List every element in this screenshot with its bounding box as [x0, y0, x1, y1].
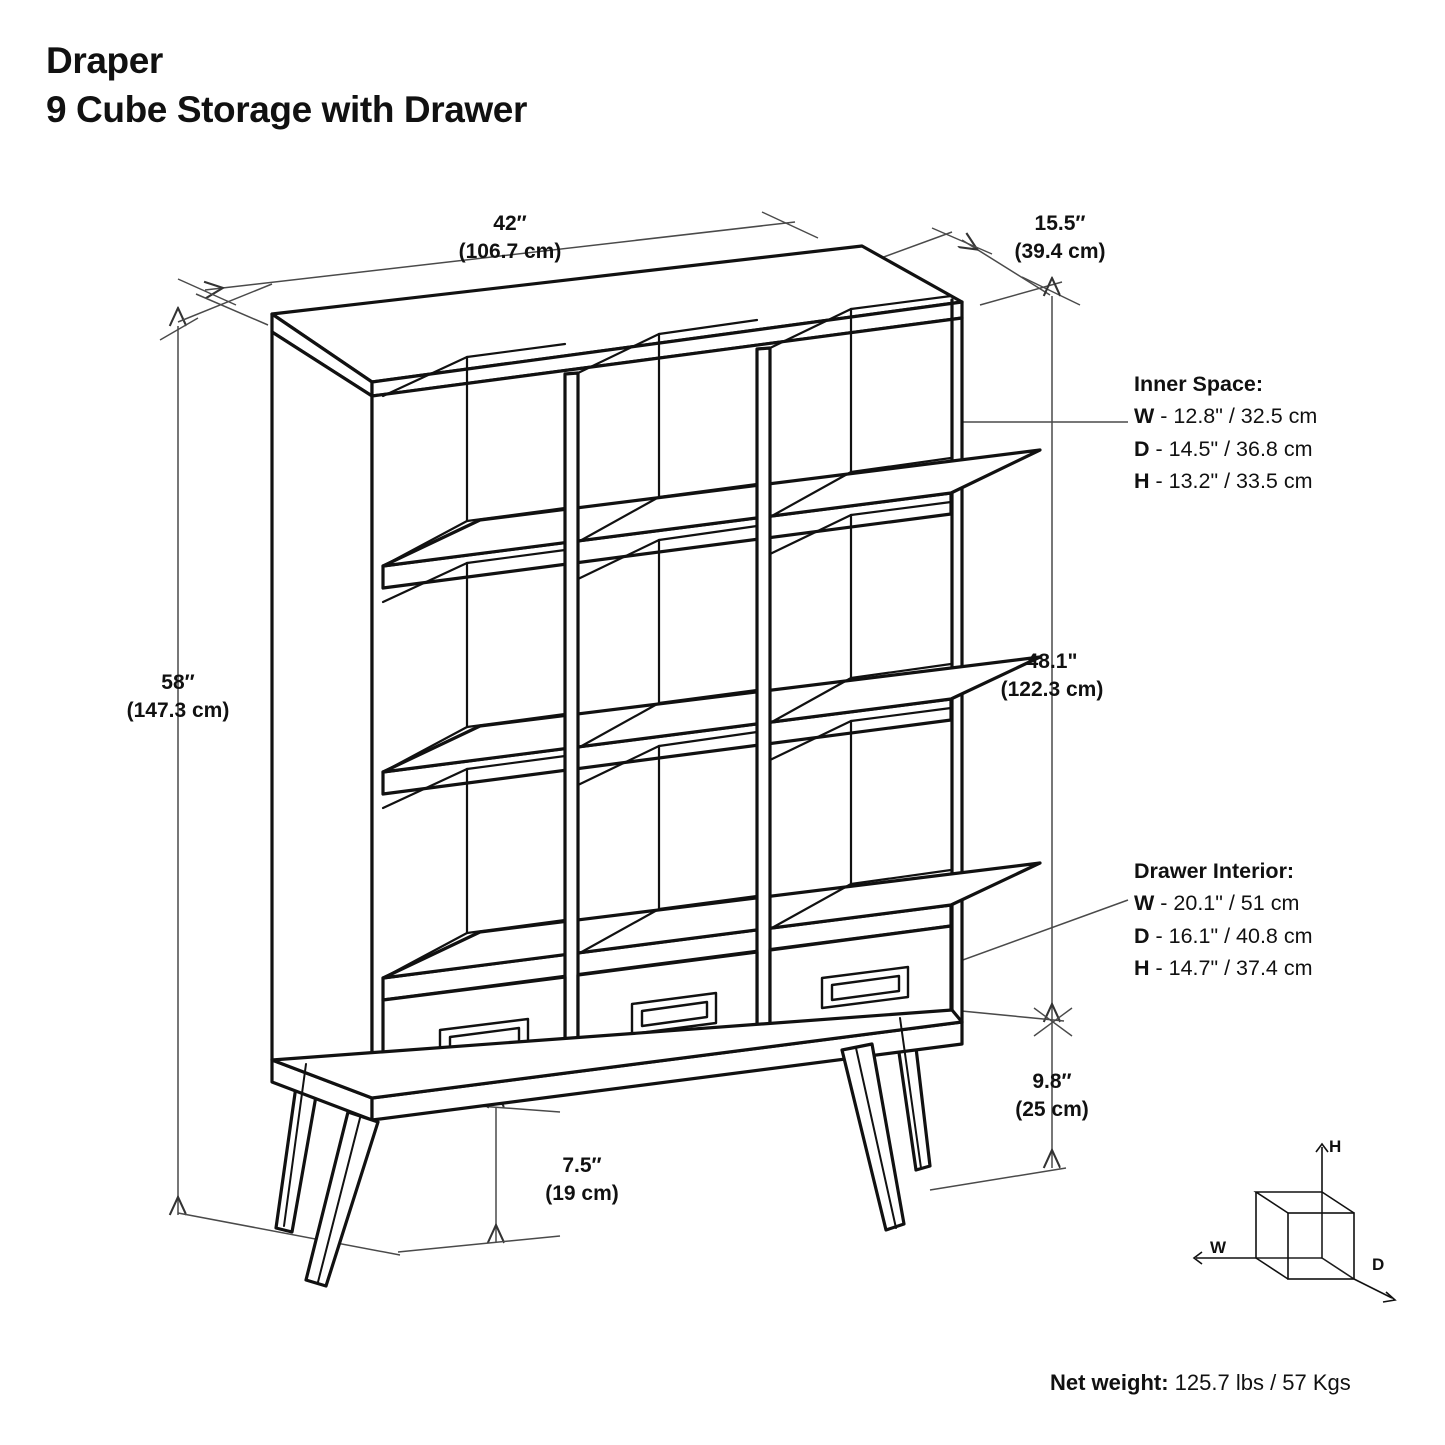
dim-width-metric: (106.7 cm)	[458, 239, 562, 263]
product-name: 9 Cube Storage with Drawer	[46, 89, 527, 131]
brand-name: Draper	[46, 40, 163, 81]
dim-drawer-section: 9.8″ (25 cm)	[962, 1068, 1142, 1124]
axis-label-width: W	[1210, 1238, 1227, 1257]
dim-leg-clearance-imperial: 7.5″	[562, 1154, 602, 1177]
dim-depth-imperial: 15.5″	[1034, 212, 1086, 235]
drawer-interior-value-d: - 16.1" / 40.8 cm	[1149, 923, 1313, 948]
dim-leg-clearance-metric: (19 cm)	[545, 1181, 619, 1205]
net-weight-value: 125.7 lbs / 57 Kgs	[1168, 1370, 1351, 1395]
page-title: Draper 9 Cube Storage with Drawer	[46, 36, 527, 134]
drawer-interior-key-d: D	[1134, 923, 1150, 948]
inner-space-row-w: W - 12.8" / 32.5 cm	[1134, 400, 1317, 432]
inner-space-heading: Inner Space:	[1134, 372, 1264, 396]
dim-depth: 15.5″ (39.4 cm)	[960, 210, 1160, 266]
leg-front-left	[304, 1110, 380, 1288]
inner-space-spec: Inner Space: W - 12.8" / 32.5 cm D - 14.…	[1134, 368, 1317, 497]
leg-back-right-detail	[899, 1017, 922, 1169]
drawer-interior-row-h: H - 14.7" / 37.4 cm	[1134, 952, 1313, 984]
dim-cube-section-imperial: 48.1"	[1026, 650, 1078, 673]
drawer-interior-row-d: D - 16.1" / 40.8 cm	[1134, 920, 1313, 952]
drawer-interior-value-w: - 20.1" / 51 cm	[1154, 891, 1300, 916]
inner-space-value-w: - 12.8" / 32.5 cm	[1154, 404, 1318, 429]
inner-space-row-h: H - 13.2" / 33.5 cm	[1134, 465, 1317, 497]
dim-height: 58″ (147.3 cm)	[108, 669, 248, 725]
leg-back-left-detail	[283, 1063, 307, 1227]
base-rail	[270, 1008, 964, 1122]
axis-label-depth: D	[1372, 1255, 1385, 1274]
drawer-handle-2	[630, 991, 718, 1036]
dim-cube-section: 48.1" (122.3 cm)	[962, 648, 1142, 704]
inner-space-value-h: - 13.2" / 33.5 cm	[1149, 468, 1313, 493]
drawer-interior-spec: Drawer Interior: W - 20.1" / 51 cm D - 1…	[1134, 855, 1313, 984]
dim-leg-clearance: 7.5″ (19 cm)	[492, 1152, 672, 1208]
inner-space-value-d: - 14.5" / 36.8 cm	[1149, 436, 1313, 461]
dim-drawer-section-metric: (25 cm)	[1015, 1097, 1089, 1121]
dim-depth-metric: (39.4 cm)	[1014, 239, 1106, 263]
dim-drawer-section-imperial: 9.8″	[1032, 1070, 1072, 1093]
inner-space-row-d: D - 14.5" / 36.8 cm	[1134, 433, 1317, 465]
dim-height-metric: (147.3 cm)	[126, 698, 230, 722]
axis-label-height: H	[1329, 1137, 1342, 1156]
drawer-interior-row-w: W - 20.1" / 51 cm	[1134, 887, 1313, 919]
cube-interior-lines	[381, 294, 953, 980]
dim-cube-section-metric: (122.3 cm)	[1000, 677, 1104, 701]
dim-width-imperial: 42″	[493, 212, 527, 235]
inner-space-key-h: H	[1134, 468, 1150, 493]
dim-height-imperial: 58″	[161, 671, 195, 694]
inner-space-key-d: D	[1134, 436, 1150, 461]
drawer-interior-key-h: H	[1134, 955, 1150, 980]
net-weight-label: Net weight:	[1050, 1370, 1169, 1395]
drawer-interior-value-h: - 14.7" / 37.4 cm	[1149, 955, 1313, 980]
drawer-handle-3	[820, 965, 910, 1010]
leg-front-right	[840, 1042, 906, 1232]
net-weight: Net weight: 125.7 lbs / 57 Kgs	[1050, 1370, 1351, 1396]
drawer-interior-heading: Drawer Interior:	[1134, 859, 1295, 883]
dim-width: 42″ (106.7 cm)	[400, 210, 620, 266]
drawer-interior-key-w: W	[1134, 891, 1155, 916]
inner-space-key-w: W	[1134, 404, 1155, 429]
